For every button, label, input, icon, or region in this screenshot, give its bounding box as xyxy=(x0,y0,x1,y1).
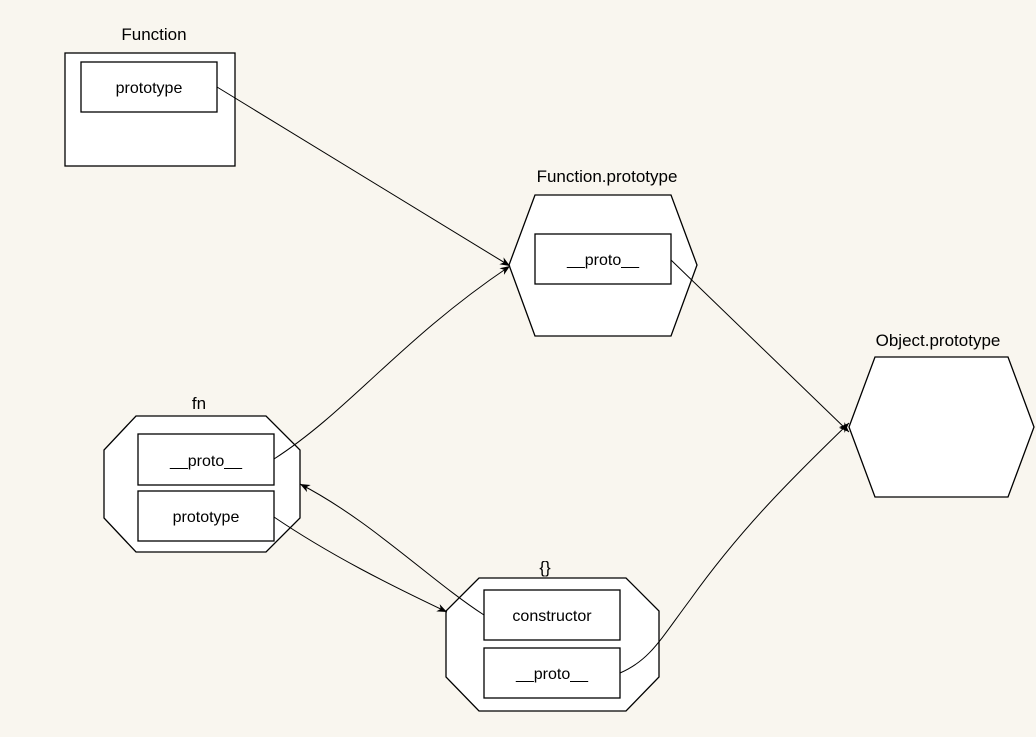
node-fn[interactable]: fn __proto__ prototype xyxy=(103,394,301,553)
field-instance-proto[interactable]: __proto__ xyxy=(483,647,621,699)
field-fn-prototype[interactable]: prototype xyxy=(137,490,275,542)
node-object-prototype[interactable]: Object.prototype xyxy=(848,331,1035,498)
node-instance-title: {} xyxy=(539,558,551,577)
field-fn-proto-label: __proto__ xyxy=(169,453,243,470)
field-instance-constructor[interactable]: constructor xyxy=(483,589,621,641)
node-object-prototype-title: Object.prototype xyxy=(876,331,1001,350)
edge-instance-proto-to-object-prototype xyxy=(619,422,850,674)
edge-function-prototype-proto-to-object-prototype xyxy=(670,259,850,433)
field-function-prototype-proto-label: __proto__ xyxy=(566,252,640,269)
field-fn-prototype-label: prototype xyxy=(173,509,240,526)
edge-fn-proto-to-function-prototype xyxy=(273,265,511,460)
field-fn-proto[interactable]: __proto__ xyxy=(137,433,275,486)
node-object-prototype-shape xyxy=(848,356,1035,498)
field-instance-constructor-label: constructor xyxy=(512,608,592,625)
field-instance-proto-label: __proto__ xyxy=(515,666,589,683)
field-function-prototype[interactable]: prototype xyxy=(80,61,218,113)
edge-instance-constructor-to-fn xyxy=(299,483,485,616)
node-function-prototype-title: Function.prototype xyxy=(537,167,678,186)
node-instance[interactable]: {} constructor __proto__ xyxy=(445,558,660,712)
node-fn-title: fn xyxy=(192,394,206,413)
field-function-prototype-proto[interactable]: __proto__ xyxy=(534,233,672,285)
node-function[interactable]: Function prototype xyxy=(64,25,236,167)
node-function-title: Function xyxy=(121,25,186,44)
edge-fn-prototype-to-instance xyxy=(273,516,448,613)
edge-function-prototype-to-function-prototype xyxy=(216,86,511,267)
field-function-prototype-label: prototype xyxy=(116,80,183,97)
node-function-prototype[interactable]: Function.prototype __proto__ xyxy=(508,167,698,337)
